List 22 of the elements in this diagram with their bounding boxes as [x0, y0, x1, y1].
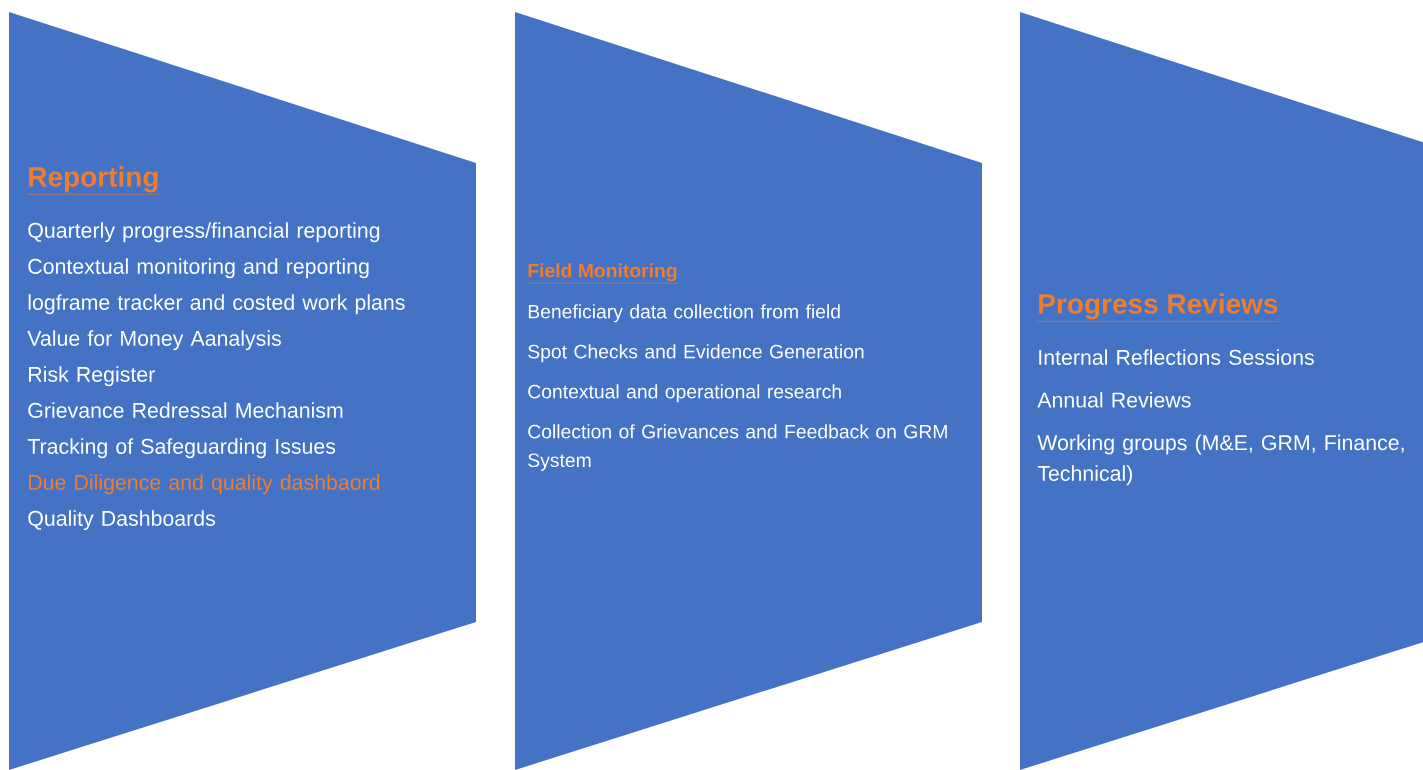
list-item: Quality Dashboards — [28, 510, 215, 531]
list-item: Contextual and operational research — [528, 384, 841, 403]
list-item: Grievance Redressal Mechanism — [28, 402, 343, 418]
heading: Reporting — [27, 166, 160, 195]
heading: Field Monitoring — [527, 263, 678, 284]
heading: Progress Reviews — [1037, 293, 1279, 322]
list-item: Risk Register — [29, 366, 155, 387]
chevron-panel — [9, 12, 476, 770]
chevron-panel — [1020, 12, 1423, 770]
list-item: Due Diligence and quality dashbaord — [29, 474, 380, 495]
list-item: Spot Checks and Evidence Generation — [528, 344, 864, 363]
list-item: Annual Reviews — [1037, 391, 1191, 408]
chevron-panel — [515, 12, 982, 770]
list-item: logframe tracker and costed work plans — [28, 294, 405, 315]
list-item: Working groups (M&E, GRM, Finance, Technical) — [1037, 434, 1404, 486]
list-item: Collection of Grievances and Feedback on GRM System — [528, 424, 947, 471]
list-item: Tracking of Safeguarding Issues — [27, 438, 336, 459]
list-item: Beneficiary data collection from field — [528, 304, 840, 323]
list-item: Internal Reflections Sessions — [1039, 349, 1314, 365]
list-item: Contextual monitoring and reporting — [28, 258, 369, 279]
list-item: Value for Money Aanalysis — [27, 330, 281, 351]
list-item: Quarterly progress/financial reporting — [28, 222, 380, 243]
